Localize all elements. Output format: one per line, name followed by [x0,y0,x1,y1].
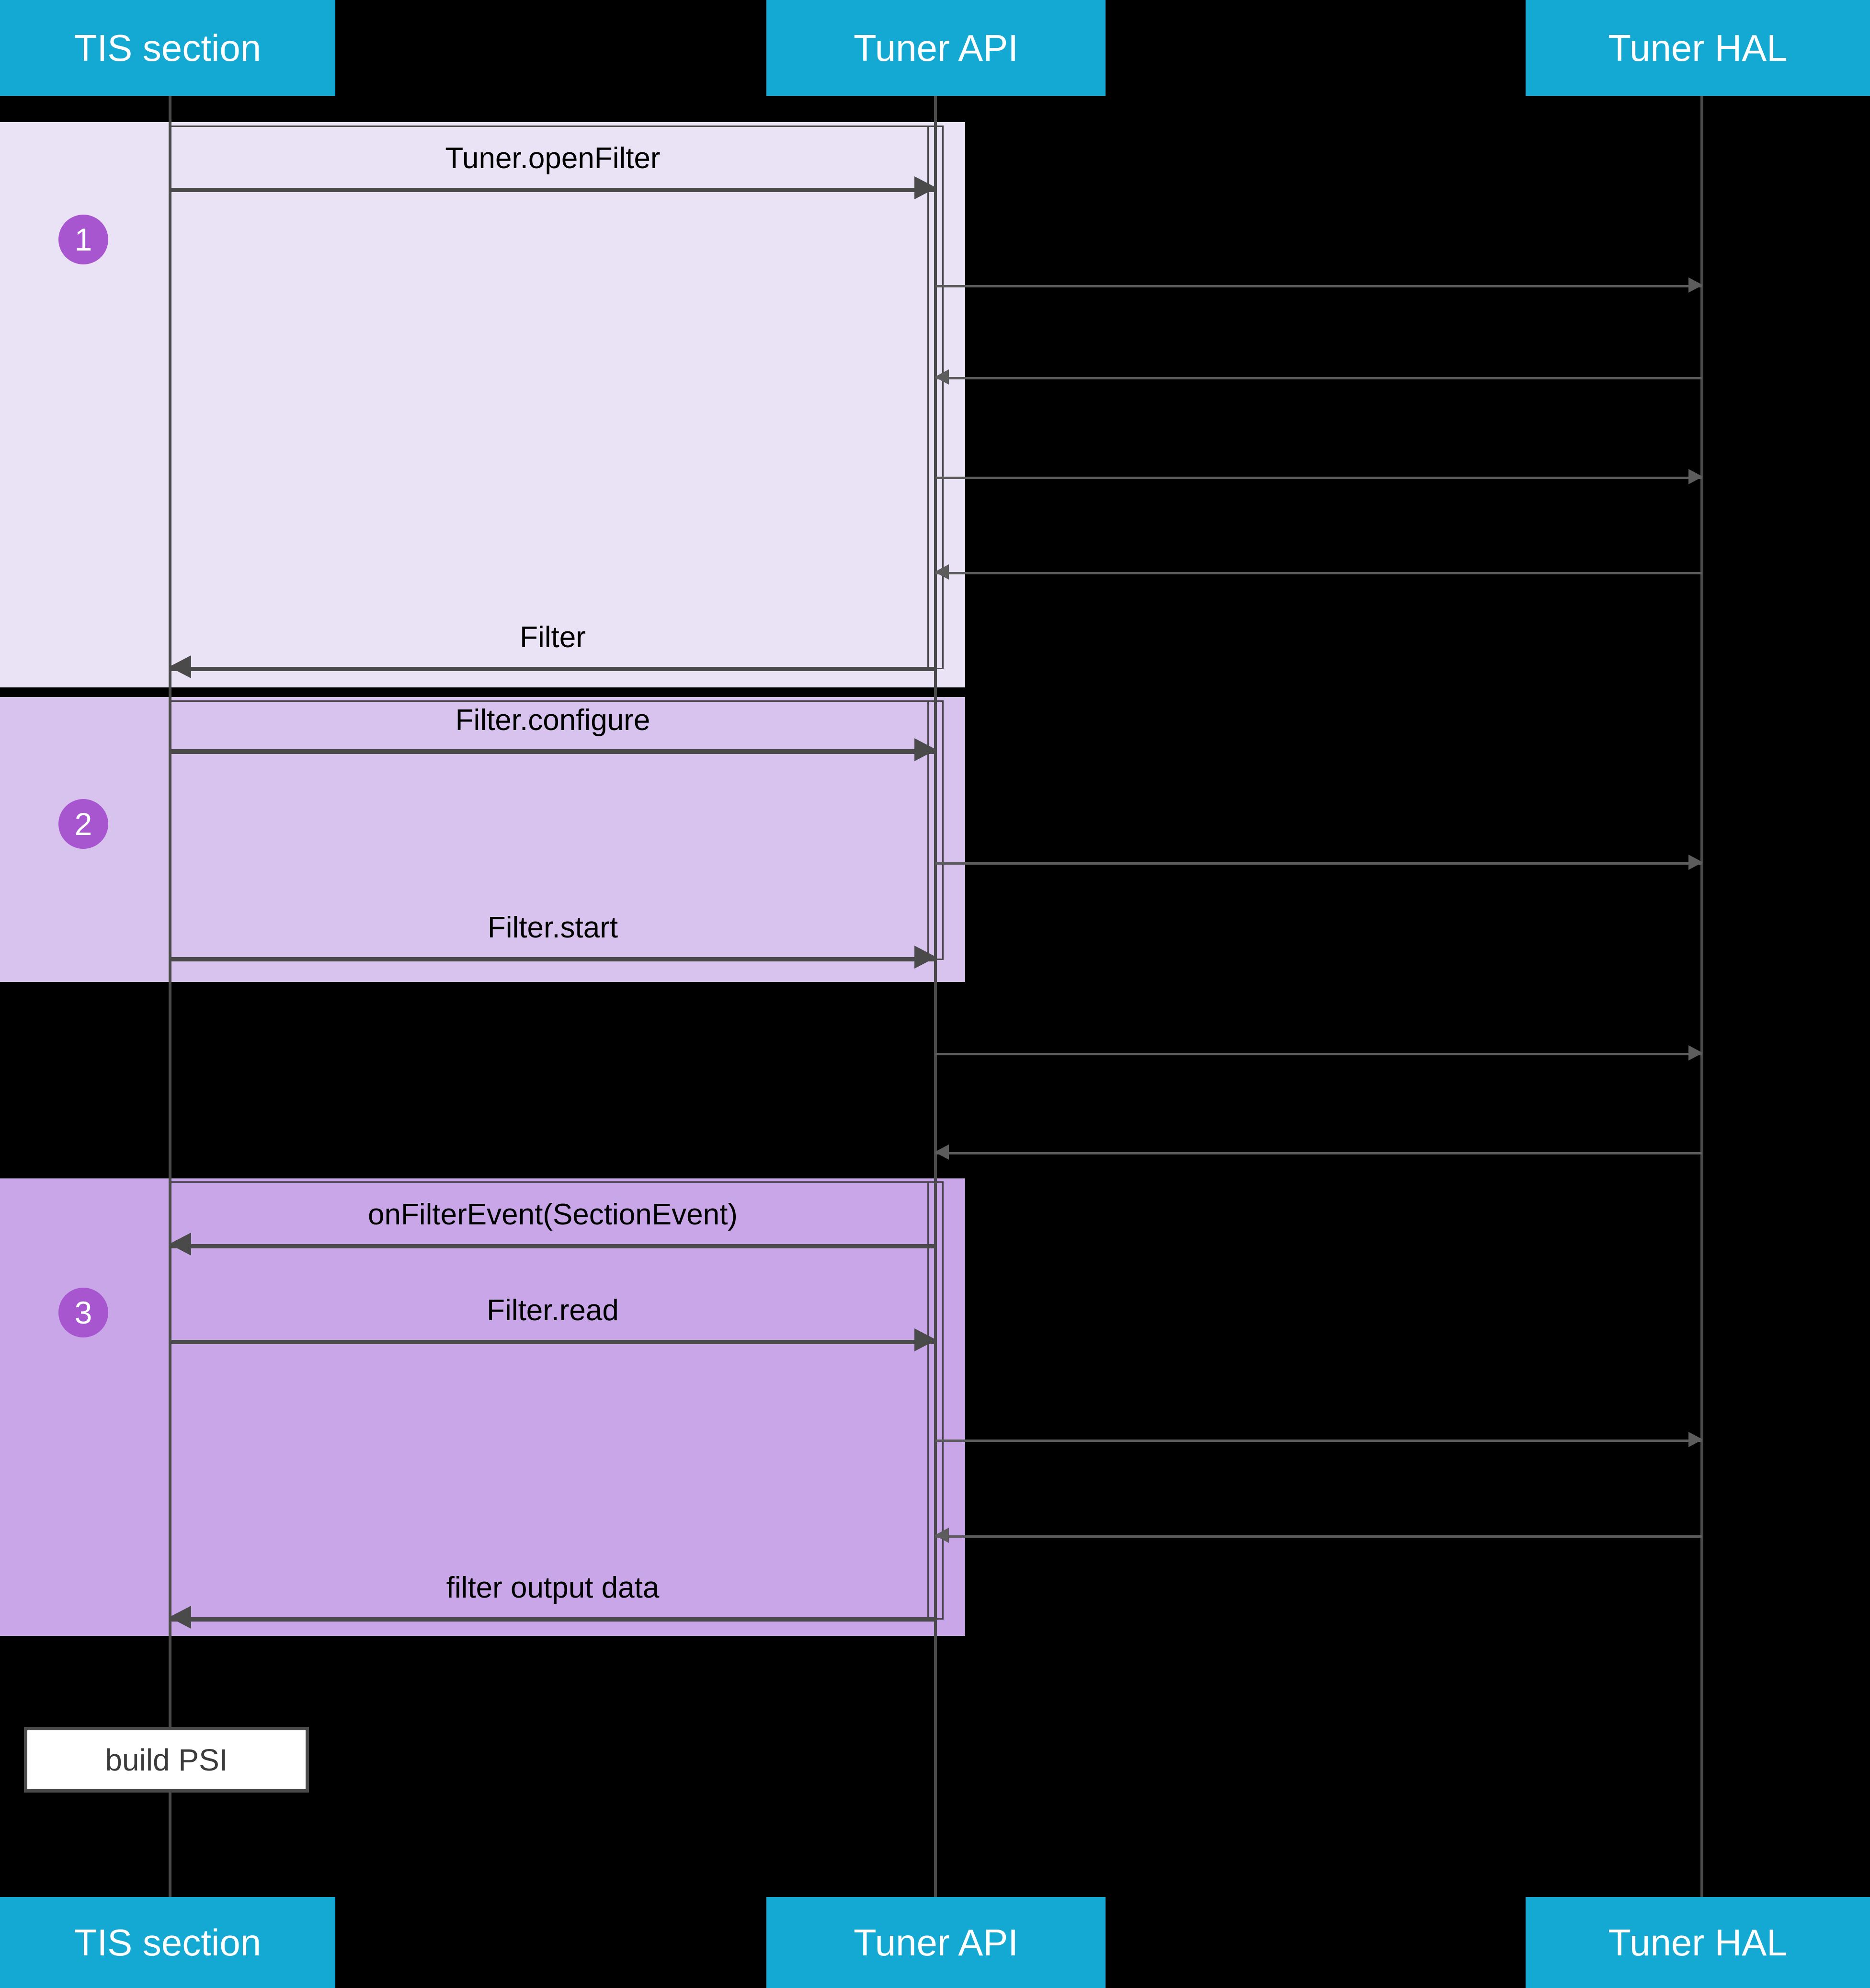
participant-footer-tuner-hal[interactable]: Tuner HAL [1526,1897,1870,1988]
message-line [935,1152,1702,1154]
lifeline-tuner-api [934,96,937,1897]
message-line [170,667,935,671]
step-badge-3: 3 [58,1288,108,1337]
message-line [170,1340,935,1344]
phase-band-3 [0,1178,965,1636]
arrowhead-right-icon [1688,277,1703,293]
arrowhead-right-icon [914,1328,936,1351]
message-line [935,1440,1702,1442]
phase-band-2 [0,697,965,982]
message-label: onFilterEvent(SectionEvent) [368,1198,738,1231]
step-badge-1: 1 [58,215,108,264]
message-line [935,477,1702,479]
participant-footer-tuner-hal-label: Tuner HAL [1608,1921,1788,1964]
activation-phase1-main [169,126,936,669]
participant-footer-tuner-api-label: Tuner API [854,1921,1018,1964]
lifeline-tis-section [169,96,171,1897]
arrowhead-right-icon [1688,1432,1703,1447]
arrowhead-left-icon [935,1144,949,1160]
activation-api-phase1 [927,126,944,669]
lifeline-tuner-hal [1700,96,1703,1897]
step-badge-2-label: 2 [74,806,92,842]
message-line [170,957,935,961]
participant-header-tuner-hal-label: Tuner HAL [1608,26,1788,69]
arrowhead-right-icon [1688,469,1703,484]
message-label: Filter [520,621,586,654]
message-label: Filter.configure [455,704,650,737]
step-badge-2: 2 [58,799,108,849]
arrowhead-left-icon [935,564,949,580]
message-label: Filter.read [487,1294,619,1327]
message-label: Tuner.openFilter [445,142,661,175]
message-line [935,862,1702,865]
arrowhead-left-icon [169,655,191,678]
arrowhead-right-icon [1688,1045,1703,1061]
arrowhead-left-icon [935,369,949,385]
participant-header-tis-section[interactable]: TIS section [0,0,335,96]
message-line [935,1535,1702,1538]
step-badge-3-label: 3 [74,1295,92,1330]
arrowhead-left-icon [169,1233,191,1256]
note-build-psi-label: build PSI [105,1742,228,1777]
participant-header-tuner-api-label: Tuner API [854,26,1018,69]
message-line [935,285,1702,287]
phase-band-1 [0,122,965,687]
participant-header-tuner-api[interactable]: Tuner API [766,0,1106,96]
message-line [170,750,935,754]
participant-header-tis-section-label: TIS section [74,26,262,69]
participant-header-tuner-hal[interactable]: Tuner HAL [1526,0,1870,96]
arrowhead-left-icon [935,1528,949,1543]
message-label: Filter.start [487,911,618,944]
arrowhead-left-icon [169,1606,191,1629]
step-badge-1-label: 1 [74,222,92,257]
note-build-psi: build PSI [24,1727,309,1793]
arrowhead-right-icon [914,946,936,969]
arrowhead-right-icon [914,176,936,199]
message-line [935,572,1702,574]
arrowhead-right-icon [1688,855,1703,870]
message-line [935,377,1702,379]
participant-footer-tis-section-label: TIS section [74,1921,262,1964]
message-line [935,1053,1702,1055]
message-line [170,188,935,192]
activation-api-phase3 [927,1181,944,1620]
participant-footer-tis-section[interactable]: TIS section [0,1897,335,1988]
message-line [170,1617,935,1622]
participant-footer-tuner-api[interactable]: Tuner API [766,1897,1106,1988]
arrowhead-right-icon [914,738,936,761]
message-line [170,1244,935,1248]
message-label: filter output data [446,1571,660,1604]
